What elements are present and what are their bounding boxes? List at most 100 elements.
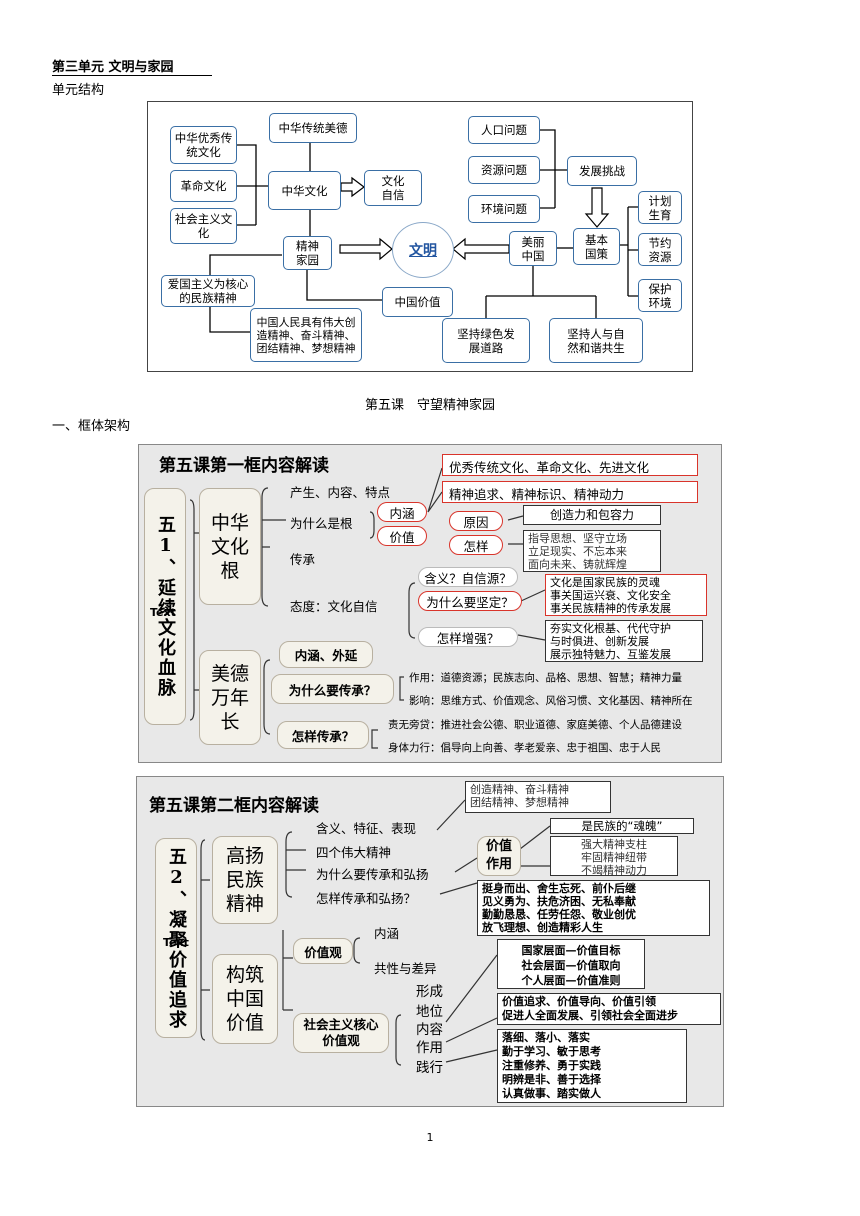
p2-jiazhiguan: 价值观 (293, 938, 353, 964)
wenming-label: 文明 (409, 243, 437, 259)
panel-1-title: 第五课第一框内容解读 (159, 456, 329, 476)
section-framework: 一、框体架构 (52, 419, 131, 434)
p2-neirong-line-2: 社会层面—价值取向 (521, 959, 621, 972)
node-wenming: 文明 (392, 222, 454, 278)
p1-zenyang: 怎样 (449, 535, 503, 555)
p1-zenyang-box: 指导思想、坚守立场 立足现实、不忘本来 面向未来、铸就辉煌 (523, 530, 661, 572)
node-tiaozhan: 发展挑战 (567, 156, 637, 186)
p2-neirong-line-1: 国家层面—价值目标 (521, 944, 621, 957)
p1-zuoyong: 作用：道德资源；民族志向、品格、思想、智慧；精神力量 (409, 672, 682, 684)
p1-why-chuancheng: 为什么要传承？ (271, 674, 394, 704)
p1-hanyi: 含义？自信源？ (418, 567, 518, 587)
p1-zengqiang-line-3: 展示独特魅力、互鉴发展 (550, 648, 671, 661)
root-minzu-jingshen: 高扬民族精神 (212, 836, 278, 924)
p2-diwei: 地位 (416, 1004, 443, 1020)
p2-zuoyong-line-1: 强大精神支柱 (581, 838, 647, 851)
p1-item-chansheng: 产生、内容、特点 (290, 485, 391, 500)
node-huanjing: 环境问题 (468, 195, 540, 223)
root-zhonghua-wenhua: 中华文化根 (199, 488, 261, 605)
p2-neirong: 内容 (416, 1022, 443, 1038)
panel-2-side-box: 五2、凝聚价值追求 (155, 838, 197, 1038)
node-zhonghua: 中华文化 (268, 171, 341, 210)
p1-zenyang-line-3: 面向未来、铸就辉煌 (528, 558, 627, 571)
p1-zewupangdai: 责无旁贷：推进社会公德、职业道德、家庭美德、个人品德建设 (388, 719, 682, 731)
p1-zengqiang-line-2: 与时俱进、创新发展 (550, 635, 649, 648)
p2-hunpo-box: 是民族的“魂魄” (550, 818, 694, 834)
p1-neihan: 内涵 (377, 502, 427, 522)
p1-jianding-box: 文化是国家民族的灵魂 事关国运兴衰、文化安全 事关民族精神的传承发展 (545, 574, 707, 616)
node-zixin: 文化自信 (364, 170, 422, 206)
p2-jianxing-line-4: 明辨是非、善于选择 (502, 1073, 601, 1086)
node-meili: 美丽中国 (509, 231, 557, 266)
p2-top-line-1: 创造精神、奋斗精神 (470, 783, 569, 796)
p2-jianxing-box: 落细、落小、落实 勤于学习、敏于思考 注重修养、勇于实践 明辨是非、善于选择 认… (497, 1029, 687, 1103)
p2-jiazhi-zuoyong: 价值 作用 (477, 836, 521, 876)
node-lvse: 坚持绿色发展道路 (442, 318, 530, 363)
p1-jianding: 为什么要坚定？ (418, 591, 522, 611)
node-guoce: 基本国策 (573, 228, 620, 265)
p2-how-line-3: 勤勤恳恳、任劳任怨、敬业创优 (482, 908, 636, 921)
unit-title: 第三单元 文明与家园 (52, 56, 212, 76)
p2-jianxing-line-1: 落细、落小、落实 (502, 1031, 590, 1044)
p2-xingcheng: 形成 (416, 984, 443, 1000)
root-meide-label: 美德万年长 (210, 662, 249, 733)
node-geming: 革命文化 (170, 170, 237, 202)
p1-neihan-waiyan: 内涵、外延 (279, 641, 373, 668)
p2-how-line-2: 见义勇为、扶危济困、无私奉献 (482, 895, 636, 908)
p1-red-box-1: 优秀传统文化、革命文化、先进文化 (442, 454, 698, 476)
page-number: 1 (426, 1131, 434, 1144)
p1-zenyang-line-1: 指导思想、坚守立场 (528, 532, 627, 545)
node-chuantong: 中华传统美德 (269, 113, 357, 143)
p1-item-weishenme: 为什么是根 (290, 516, 353, 531)
p2-item-zenyang: 怎样传承和弘扬？ (316, 891, 417, 906)
p2-neirong-line-3: 个人层面—价值准则 (521, 974, 621, 987)
node-jihua: 计划生育 (638, 191, 682, 224)
p1-item-chuancheng: 传承 (290, 552, 316, 567)
p2-jiazhi: 价值 (485, 839, 512, 854)
p1-zenyang-line-2: 立足现实、不忘本来 (528, 545, 627, 558)
node-jieyue: 节约资源 (638, 233, 682, 266)
p1-zengqiang-box: 夯实文化根基、代代守护 与时俱进、创新发展 展示独特魅力、互鉴发展 (545, 620, 703, 662)
p1-jianding-line-3: 事关民族精神的传承发展 (550, 602, 671, 615)
section-structure: 单元结构 (52, 83, 105, 98)
node-minzu: 爱国主义为核心的民族精神 (161, 275, 255, 307)
p2-jianxing: 践行 (416, 1060, 443, 1076)
p2-zuoyong-line-3: 不竭精神动力 (581, 864, 647, 877)
root-minzu-label: 高扬民族精神 (225, 845, 264, 915)
p2-hexin: 社会主义核心价值观 (293, 1013, 389, 1053)
node-weida: 中国人民具有伟大创造精神、奋斗精神、团结精神、梦想精神 (250, 308, 362, 362)
p1-yuanyin-box: 创造力和包容力 (523, 505, 661, 525)
panel-2-side-label: 五2、凝聚价值追求 (166, 846, 187, 1030)
p1-shentilixing: 身体力行：倡导向上向善、孝老爱亲、忠于祖国、忠于人民 (388, 742, 661, 754)
panel-1-overlay-text: Text (150, 606, 176, 619)
p2-jianxing-line-5: 认真做事、踏实做人 (502, 1087, 601, 1100)
p2-item-hanyi: 含义、特征、表现 (316, 821, 417, 836)
lesson-title: 第五课 守望精神家园 (364, 398, 495, 413)
p1-zengqiang-line-1: 夯实文化根基、代代守护 (550, 622, 671, 635)
p1-jianding-line-2: 事关国运兴衰、文化安全 (550, 589, 671, 602)
node-ziyuan: 资源问题 (468, 156, 540, 184)
p2-item-sige: 四个伟大精神 (316, 845, 392, 860)
panel-1-side-label: 五1、延续文化血脉 (155, 515, 176, 698)
p1-jiazhi: 价值 (377, 526, 427, 546)
panel-2-title: 第五课第二框内容解读 (149, 796, 319, 816)
p2-item-weishenme: 为什么要传承和弘扬 (316, 867, 429, 882)
p2-jianxing-line-2: 勤于学习、敏于思考 (502, 1045, 601, 1058)
p2-how-line-4: 放飞理想、创造精彩人生 (482, 921, 603, 934)
panel-1-side-box: 五1、延续文化血脉 (144, 488, 186, 725)
p1-jianding-line-1: 文化是国家民族的灵魂 (550, 576, 660, 589)
p2-top-line-2: 团结精神、梦想精神 (470, 796, 569, 809)
p1-red-box-2: 精神追求、精神标识、精神动力 (442, 481, 698, 503)
node-jiazhi: 中国价值 (382, 287, 453, 317)
node-shehui: 社会主义文化 (170, 208, 237, 244)
node-baohu: 保护环境 (638, 279, 682, 312)
root-jiazhi-label: 构筑中国价值 (225, 964, 264, 1034)
p2-zuoyong2-line-1: 价值追求、价值导向、价值引领 (502, 995, 656, 1008)
root-zhongguo-jiazhi: 构筑中国价值 (212, 954, 278, 1044)
p2-zuoyong: 作用 (485, 857, 512, 872)
p1-yuanyin: 原因 (449, 511, 503, 531)
p2-how-line-1: 挺身而出、舍生忘死、前仆后继 (482, 882, 636, 895)
